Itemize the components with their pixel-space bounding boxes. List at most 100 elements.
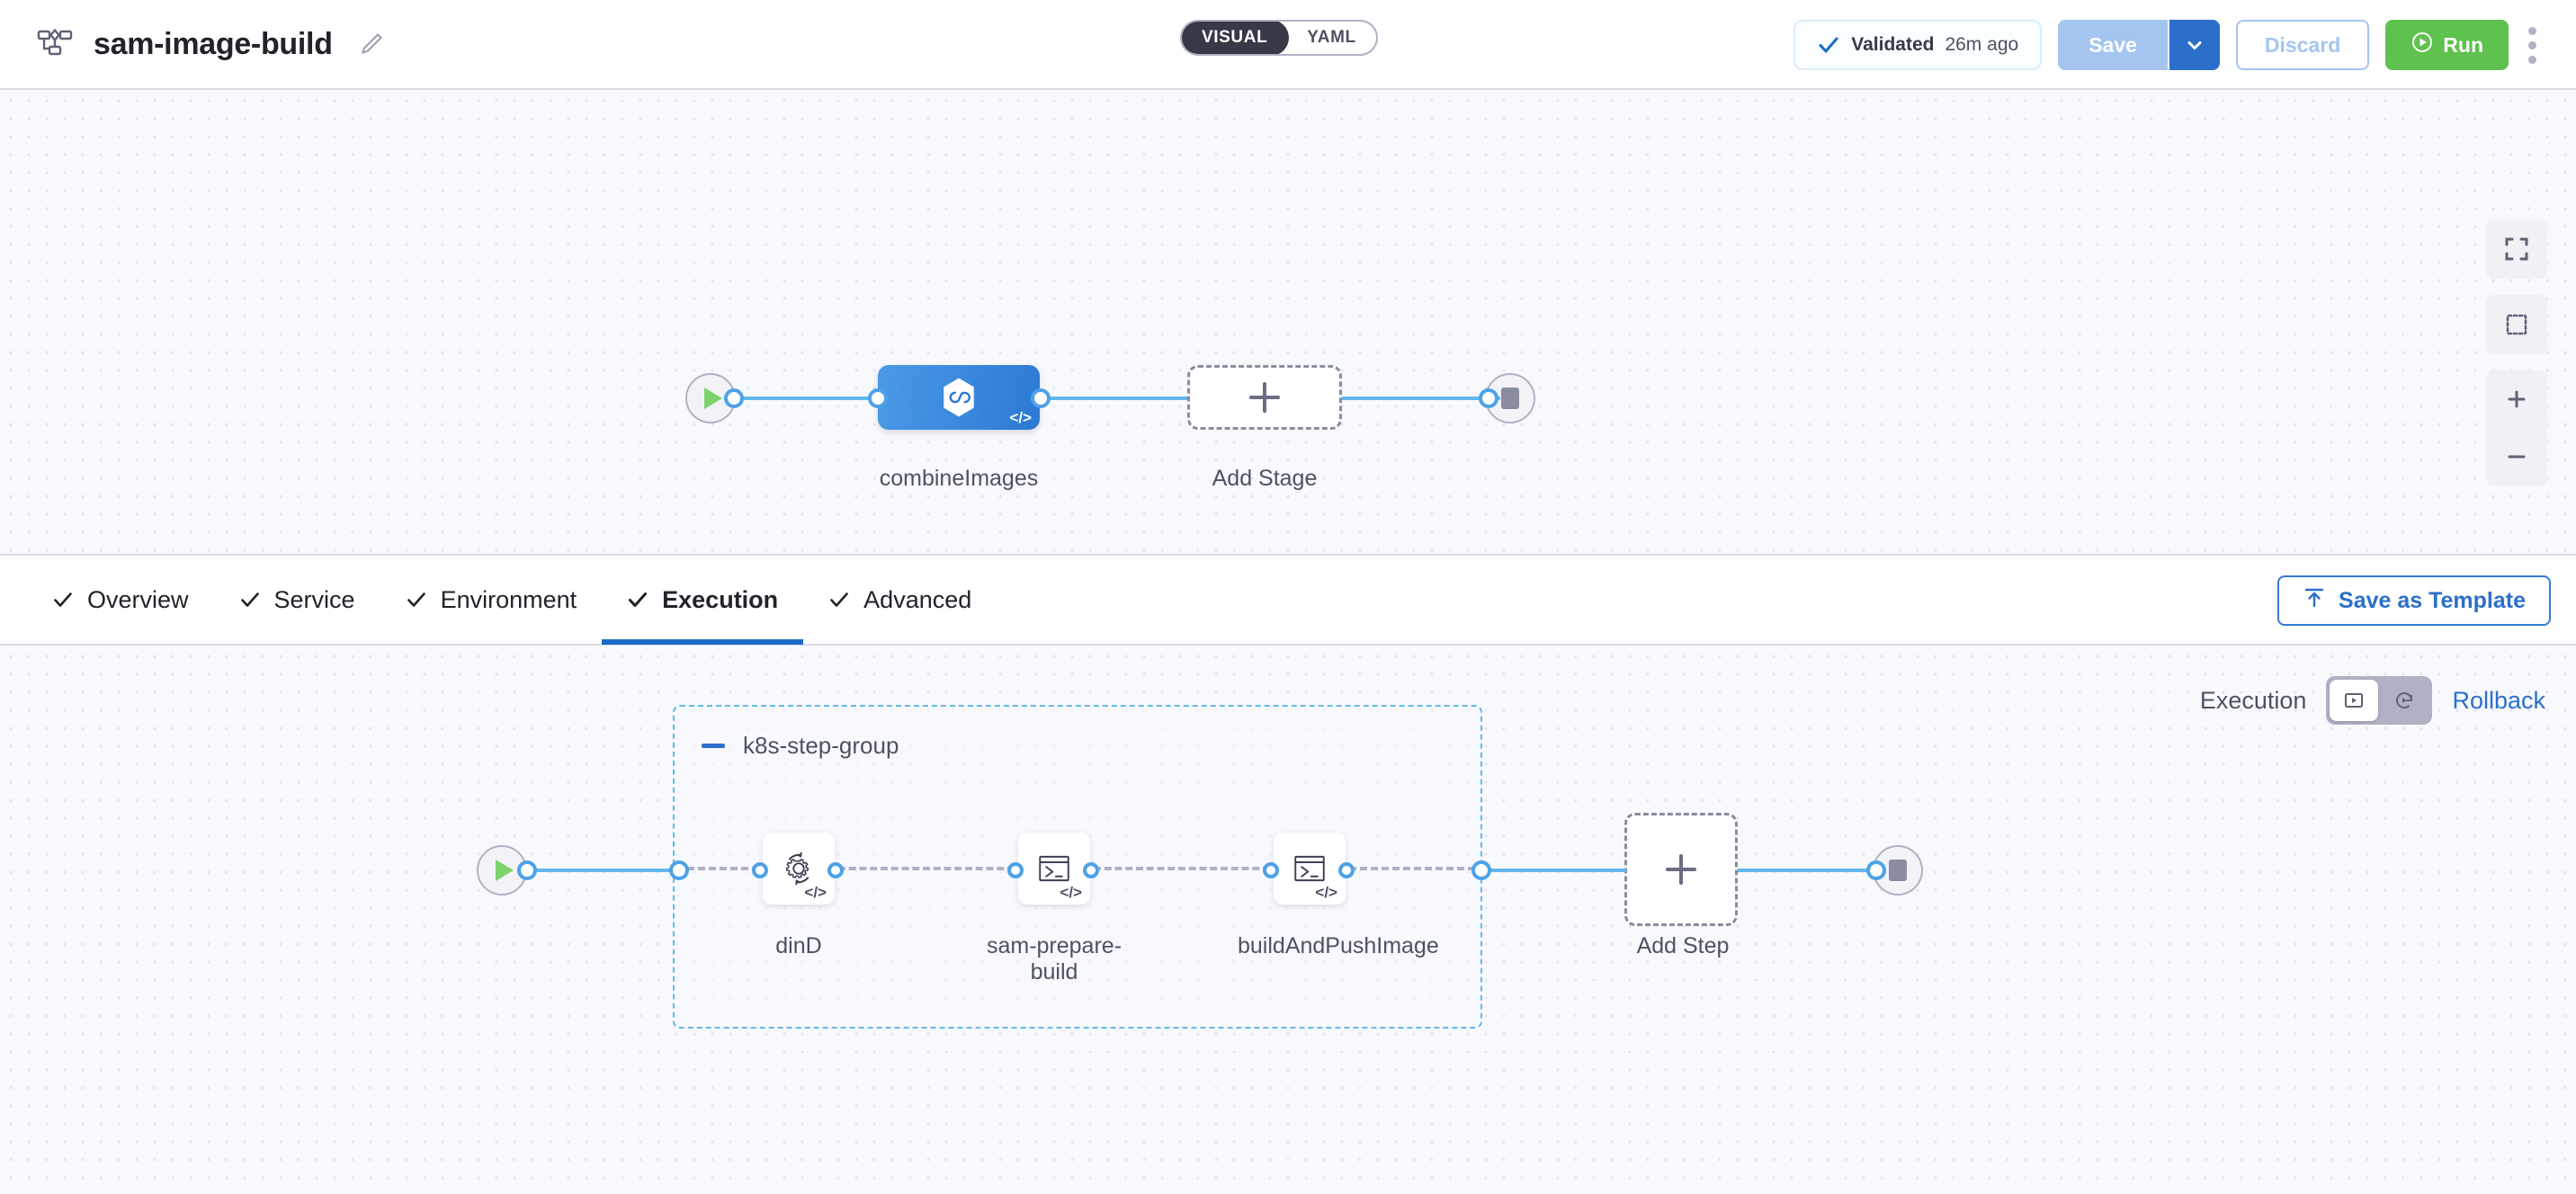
play-in-box-icon[interactable]	[2330, 680, 2379, 721]
step-label-dind: dinD	[775, 933, 822, 958]
check-icon	[627, 589, 648, 610]
save-button[interactable]: Save	[2058, 20, 2168, 70]
execution-start-port[interactable]	[517, 860, 537, 880]
add-step-button[interactable]	[1624, 813, 1738, 926]
add-step-label: Add Step	[1636, 933, 1730, 958]
save-as-template-button[interactable]: Save as Template	[2277, 575, 2551, 626]
tab-label: Service	[273, 585, 355, 613]
edge-build-to-exit	[1349, 867, 1475, 870]
edge-dind-to-prepare	[838, 867, 1015, 870]
stop-icon	[1889, 860, 1907, 881]
pipeline-nodes-icon	[36, 25, 74, 63]
template-upload-icon	[2303, 586, 2326, 616]
marquee-select-icon[interactable]	[2486, 295, 2547, 354]
header-left-group: sam-image-build	[0, 25, 385, 63]
stage-label-combineimages: combineImages	[879, 466, 1039, 491]
edge-addstep-to-end	[1738, 869, 1880, 872]
toggle-visual[interactable]: VISUAL	[1181, 22, 1290, 54]
start-node-port[interactable]	[724, 388, 744, 408]
tab-label: Advanced	[863, 585, 972, 613]
step-node-sam-prepare-build[interactable]: </>	[1018, 833, 1090, 904]
toggle-yaml[interactable]: YAML	[1307, 28, 1356, 47]
edge-exit-to-addstep	[1482, 869, 1626, 872]
end-node-port[interactable]	[1479, 388, 1498, 408]
step-group-title: k8s-step-group	[743, 732, 899, 759]
step-label-buildandpushimage: buildAndPushImage	[1238, 933, 1439, 958]
tab-execution[interactable]: Execution	[602, 555, 804, 645]
execution-mode-toggle[interactable]	[2326, 676, 2433, 725]
add-stage-button[interactable]	[1187, 365, 1342, 430]
edge-stage-to-addstage	[1041, 397, 1187, 400]
terminal-icon	[1294, 855, 1325, 882]
play-icon	[495, 860, 514, 881]
dind-input-port[interactable]	[752, 862, 768, 878]
step-group-header: k8s-step-group	[702, 732, 899, 760]
stage-node-combineimages[interactable]: </>	[878, 365, 1040, 430]
rollback-label[interactable]: Rollback	[2452, 686, 2545, 714]
execution-canvas[interactable]: Execution Rollback	[0, 646, 2576, 1194]
terminal-icon	[1039, 855, 1069, 882]
tab-environment[interactable]: Environment	[380, 555, 603, 645]
discard-button[interactable]: Discard	[2235, 20, 2370, 70]
stage-canvas[interactable]: </> combineImages Add Stage	[0, 90, 2576, 554]
check-icon	[406, 589, 427, 610]
stop-icon	[1501, 388, 1519, 409]
stage-code-glyph[interactable]: </>	[1009, 409, 1032, 426]
group-exit-port[interactable]	[1471, 860, 1491, 880]
run-label: Run	[2443, 32, 2483, 57]
app-header: sam-image-build VISUAL YAML Validated 26…	[0, 0, 2576, 90]
prepare-output-port[interactable]	[1083, 862, 1099, 878]
run-button[interactable]: Run	[2385, 20, 2509, 70]
tab-overview[interactable]: Overview	[27, 555, 214, 645]
zoom-in-icon[interactable]	[2486, 370, 2547, 428]
header-actions: Validated 26m ago Save Discard Run	[1793, 0, 2553, 90]
rollback-play-icon[interactable]	[2380, 680, 2428, 721]
build-input-port[interactable]	[1263, 862, 1279, 878]
edge-entry-to-dind	[676, 867, 759, 870]
chevron-down-icon[interactable]	[2167, 20, 2220, 70]
canvas-zoom-controls	[2486, 219, 2547, 486]
execution-rollback-switcher: Execution Rollback	[2200, 676, 2545, 725]
add-stage-label: Add Stage	[1212, 466, 1318, 491]
status-badge: Validated 26m ago	[1793, 20, 2043, 70]
save-as-template-label: Save as Template	[2339, 587, 2526, 613]
edge-addstage-to-end	[1342, 397, 1500, 400]
execution-end-port[interactable]	[1866, 860, 1886, 880]
tab-advanced[interactable]: Advanced	[803, 555, 997, 645]
fit-to-screen-icon[interactable]	[2486, 219, 2547, 279]
edge-prepare-to-build	[1094, 867, 1270, 870]
step-code-glyph[interactable]: </>	[1315, 884, 1337, 901]
stage-config-tabs: Overview Service Environment Execution A…	[0, 554, 2576, 646]
check-icon	[1817, 33, 1840, 57]
page-title: sam-image-build	[94, 26, 333, 61]
edge-start-to-stage	[734, 397, 878, 400]
kebab-menu-icon[interactable]	[2509, 26, 2553, 64]
tab-service[interactable]: Service	[214, 555, 380, 645]
zoom-out-icon[interactable]	[2486, 428, 2547, 486]
step-code-glyph[interactable]: </>	[804, 884, 827, 901]
step-code-glyph[interactable]: </>	[1060, 884, 1082, 901]
play-circle-icon	[2411, 31, 2434, 59]
validated-label: Validated	[1851, 34, 1935, 55]
step-node-dind[interactable]: </>	[763, 833, 835, 904]
view-mode-toggle[interactable]: VISUAL YAML	[1180, 20, 1378, 56]
play-icon	[703, 388, 722, 409]
step-node-buildandpushimage[interactable]: </>	[1274, 833, 1346, 904]
pencil-edit-icon[interactable]	[358, 31, 385, 58]
group-entry-port[interactable]	[669, 860, 689, 880]
stage-output-port[interactable]	[1031, 388, 1051, 408]
dind-output-port[interactable]	[827, 862, 844, 878]
zoom-in-out-control	[2486, 370, 2547, 486]
step-label-sam-prepare-build: sam-prepare-build	[986, 933, 1123, 985]
validated-timestamp: 26m ago	[1945, 34, 2019, 55]
pipeline-end-node	[1485, 373, 1535, 423]
check-icon	[828, 589, 850, 610]
build-output-port[interactable]	[1338, 862, 1355, 878]
stage-input-port[interactable]	[868, 388, 888, 408]
gear-rotate-icon	[785, 851, 809, 886]
prepare-input-port[interactable]	[1007, 862, 1024, 878]
minus-collapse-icon[interactable]	[702, 744, 725, 748]
tab-label: Overview	[87, 585, 189, 613]
execution-end-node	[1873, 845, 1923, 896]
save-split-button[interactable]: Save	[2058, 20, 2220, 70]
